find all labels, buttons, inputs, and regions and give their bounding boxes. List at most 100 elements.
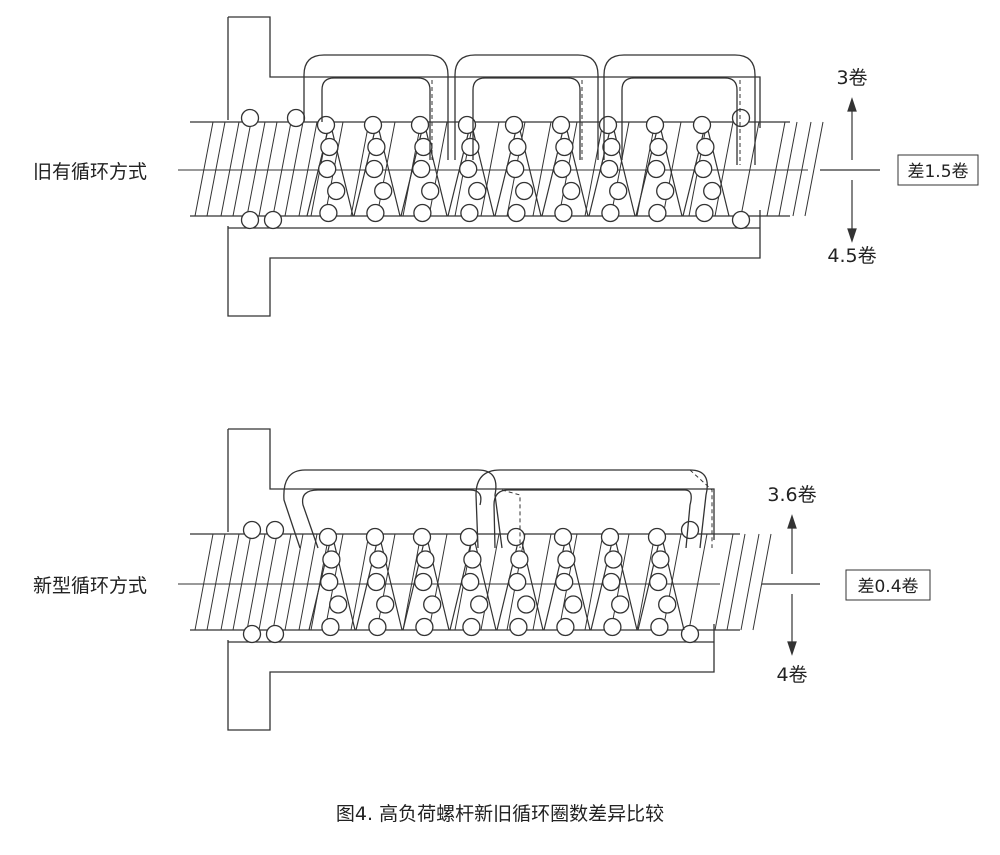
thread-line <box>220 533 240 631</box>
thread-line <box>726 533 746 631</box>
thread-line <box>272 121 292 217</box>
load-ball <box>602 137 621 157</box>
return-tube <box>303 54 449 160</box>
figure-caption: 图4. 高负荷螺杆新旧循环圈数差异比较 <box>336 803 664 825</box>
load-ball <box>692 115 712 135</box>
edge-ball <box>265 520 285 540</box>
load-ball <box>506 527 526 547</box>
load-ball <box>603 617 622 637</box>
load-ball <box>645 115 665 135</box>
load-ball <box>696 137 715 157</box>
nut-housing <box>227 428 715 731</box>
load-ball <box>367 572 386 592</box>
thread-line <box>532 121 552 217</box>
edge-ball <box>242 520 262 540</box>
load-ball <box>695 203 714 223</box>
load-ball <box>510 550 529 569</box>
thread-line <box>778 121 798 217</box>
load-ball <box>457 115 477 135</box>
thread-line <box>258 533 278 631</box>
thread-line <box>610 121 630 217</box>
load-ball <box>647 159 666 179</box>
load-ball <box>602 572 621 592</box>
load-ball <box>327 181 346 201</box>
load-ball <box>556 617 575 637</box>
edge-ball <box>731 108 751 128</box>
edge-ball <box>680 624 700 644</box>
edge-ball <box>240 210 260 230</box>
arrow-down-icon <box>847 228 857 243</box>
load-ball <box>651 550 670 569</box>
edge-ball <box>286 108 306 128</box>
thread-line <box>662 121 682 217</box>
new-difference-label: 差0.4卷 <box>857 577 918 597</box>
load-ball <box>319 203 338 223</box>
thread-line <box>298 533 318 631</box>
load-ball <box>460 203 479 223</box>
load-ball <box>656 181 675 201</box>
arrow-up-icon <box>847 97 857 112</box>
thread-line <box>714 121 734 217</box>
thread-line <box>376 533 396 631</box>
thread-line <box>376 121 396 217</box>
load-ball <box>649 137 668 157</box>
load-ball <box>551 115 571 135</box>
thread-line <box>350 533 370 631</box>
load-ball <box>416 550 435 569</box>
edge-ball <box>265 624 285 644</box>
load-ball <box>415 617 434 637</box>
load-ball <box>461 572 480 592</box>
thread-line <box>284 533 304 631</box>
load-ball <box>365 527 385 547</box>
thread-line <box>194 121 214 217</box>
load-ball <box>508 137 527 157</box>
return-tube <box>472 77 581 160</box>
return-tube <box>321 77 431 160</box>
load-ball <box>322 550 341 569</box>
load-ball <box>601 203 620 223</box>
load-ball <box>367 137 386 157</box>
thread-line <box>232 533 252 631</box>
thread-line <box>220 121 240 217</box>
load-ball <box>553 159 572 179</box>
load-ball <box>611 595 630 614</box>
thread-line <box>246 533 266 631</box>
load-ball <box>504 115 524 135</box>
load-ball <box>365 159 384 179</box>
thread-line <box>246 121 266 217</box>
thread-line <box>232 121 252 217</box>
load-ball <box>508 572 527 592</box>
old-upper-turns: 3卷 <box>836 67 867 89</box>
load-ball <box>507 203 526 223</box>
load-ball <box>468 181 487 201</box>
load-ball <box>649 572 668 592</box>
edge-ball <box>263 210 283 230</box>
load-ball <box>462 617 481 637</box>
load-ball <box>647 527 667 547</box>
return-tube <box>283 469 503 549</box>
thread-line <box>752 533 772 631</box>
thread-line <box>428 121 448 217</box>
load-ball <box>412 159 431 179</box>
new-circulation-assembly <box>178 428 772 731</box>
return-tube <box>454 54 599 160</box>
load-ball <box>598 115 618 135</box>
return-tube <box>603 54 756 165</box>
load-ball <box>694 159 713 179</box>
load-ball <box>413 203 432 223</box>
load-ball <box>410 115 430 135</box>
load-ball <box>316 115 336 135</box>
arrow-down-icon <box>787 641 797 656</box>
load-ball <box>506 159 525 179</box>
thread-line <box>766 121 786 217</box>
load-ball <box>318 159 337 179</box>
new-difference-box: 差0.4卷 <box>845 569 931 601</box>
edge-ball <box>242 624 262 644</box>
load-ball <box>320 137 339 157</box>
thread-line <box>792 121 812 217</box>
load-ball <box>363 115 383 135</box>
load-ball <box>329 595 348 614</box>
edge-ball <box>240 108 260 128</box>
load-ball <box>604 550 623 569</box>
